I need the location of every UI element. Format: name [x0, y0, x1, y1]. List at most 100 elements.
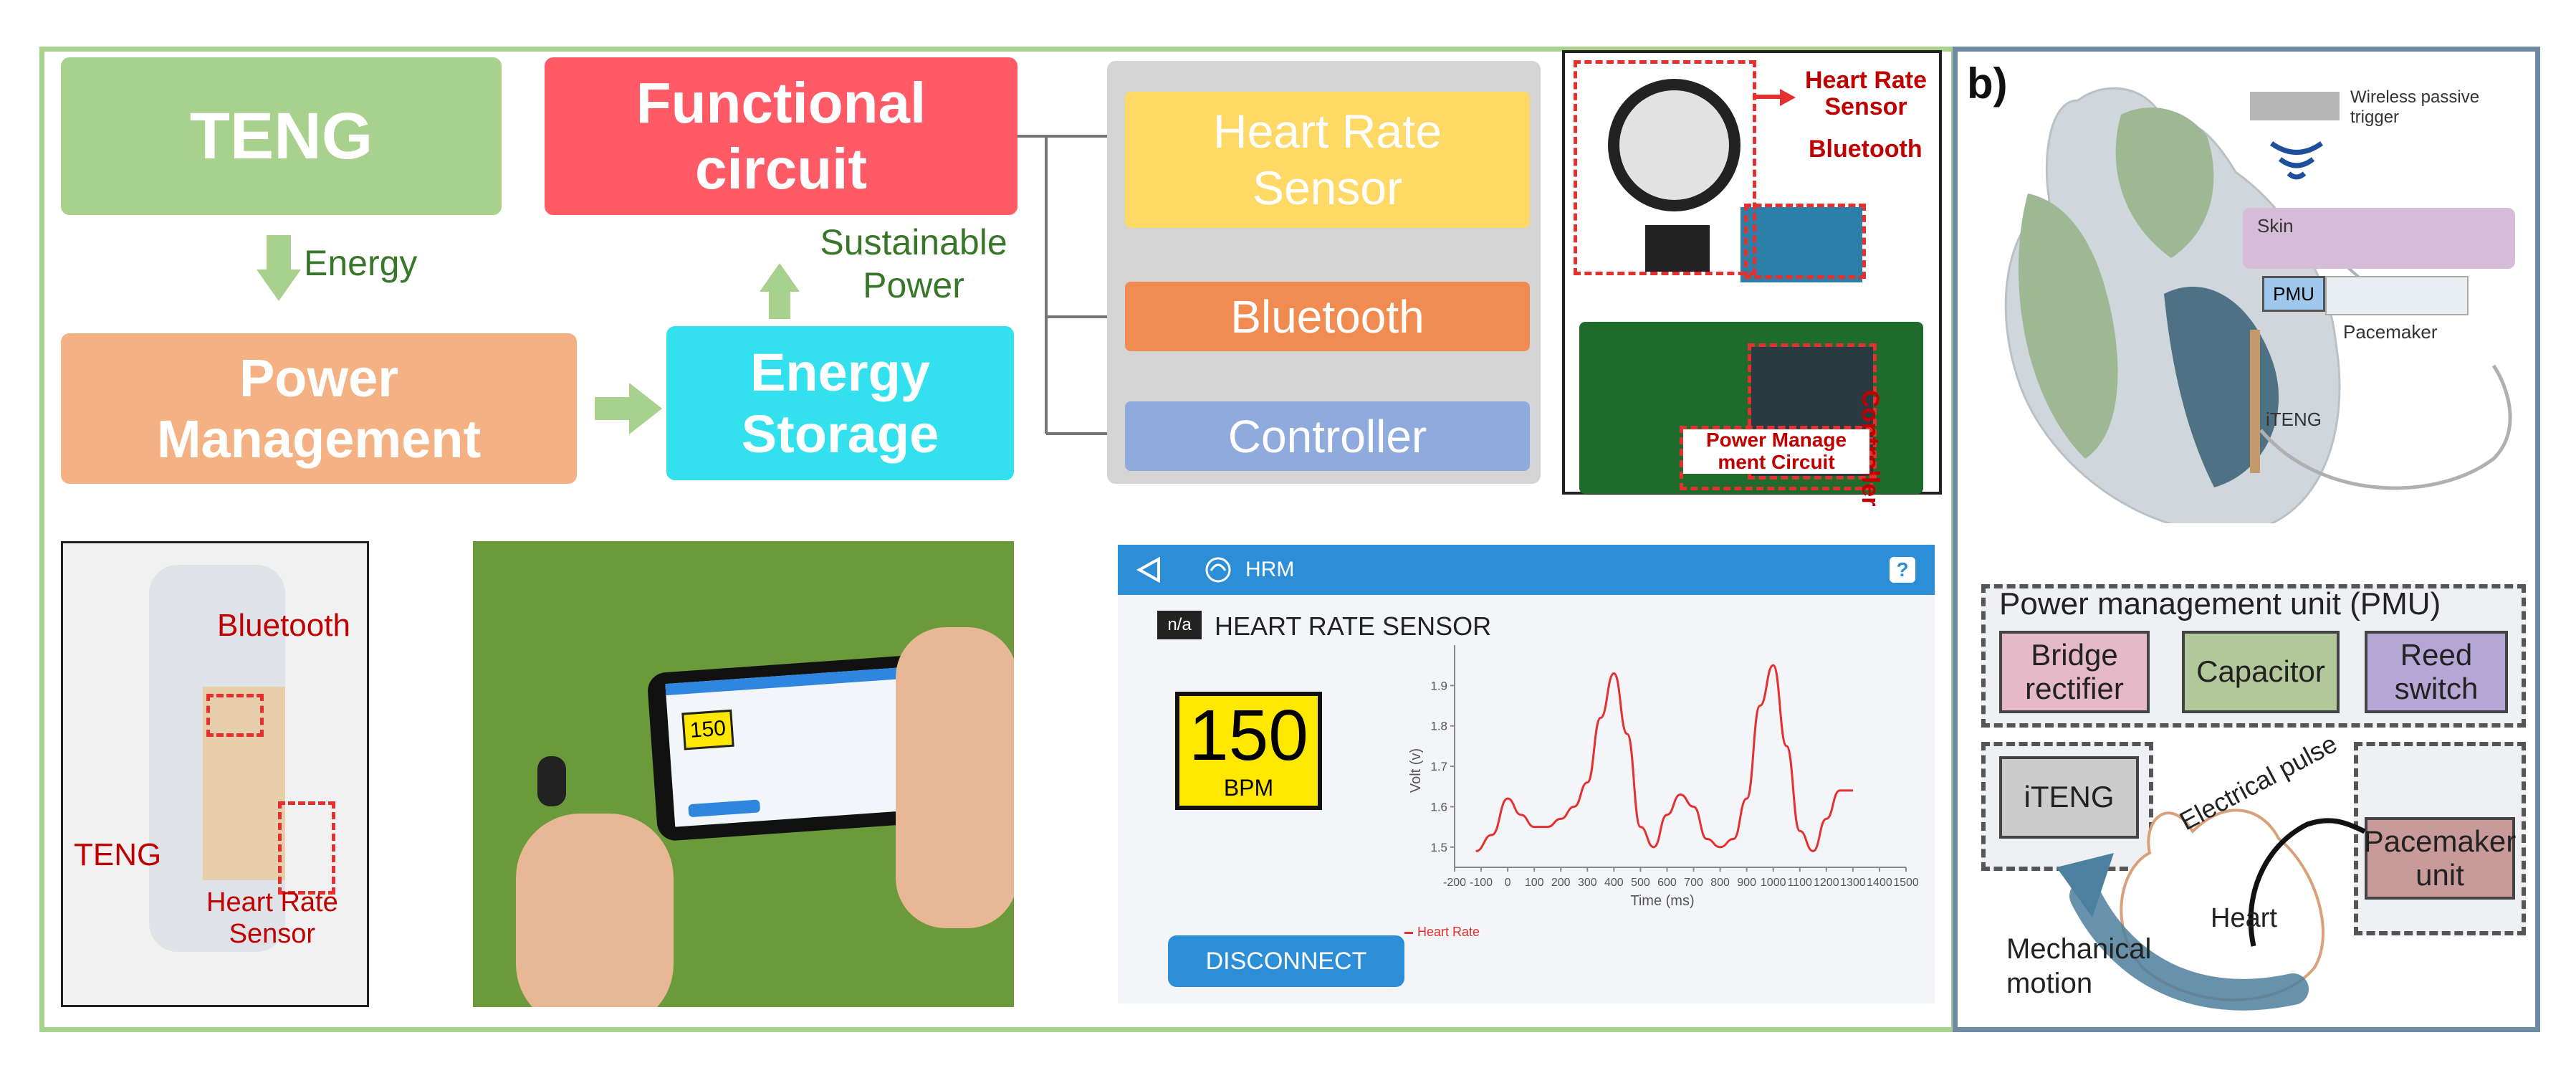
- arm-teng-label: TENG: [74, 837, 162, 872]
- disconnect-button[interactable]: DISCONNECT: [1168, 935, 1404, 987]
- app-logo-icon: [1205, 557, 1231, 583]
- board-hr-line2: Sensor: [1824, 93, 1907, 121]
- arm-hr-line2: Sensor: [229, 918, 316, 949]
- bluetooth-highlight: [1744, 204, 1866, 279]
- bridge-line1: Bridge: [2031, 638, 2118, 672]
- chart-ytick-label: 1.8: [1430, 720, 1447, 733]
- pmu-title: Power management unit (PMU): [1999, 586, 2441, 621]
- app-header: HEART RATE SENSOR: [1215, 611, 1492, 641]
- sustainable-power-label: Sustainable Power: [799, 221, 1028, 307]
- bpm-value: 150: [1189, 695, 1308, 776]
- pacemaker-unit-line2: unit: [2415, 857, 2464, 892]
- sustainable-arrow-head: [760, 263, 800, 292]
- controller-highlight: [1748, 343, 1877, 480]
- chart-xtick-label: 100: [1525, 877, 1544, 889]
- bluetooth-box: Bluetooth: [1125, 282, 1530, 351]
- help-icon[interactable]: ?: [1890, 557, 1915, 583]
- board-controller-label: Controller: [1857, 390, 1884, 507]
- sensor-highlight: [1574, 60, 1756, 275]
- power-management-line2: Management: [156, 409, 482, 469]
- storage-arrow-shaft: [595, 397, 631, 420]
- chart-xtick-label: 1100: [1788, 877, 1813, 889]
- chart-xtick-label: 1500: [1893, 877, 1919, 889]
- wireless-trigger-block: [2250, 92, 2340, 120]
- back-icon[interactable]: [1136, 557, 1162, 583]
- heart-label: Heart: [2211, 903, 2277, 933]
- functional-circuit-line2: circuit: [694, 137, 868, 201]
- motion-arrow-body: [2069, 880, 2309, 1011]
- pmu-block: PMU: [2262, 276, 2325, 312]
- chart-ytick-label: 1.9: [1430, 679, 1447, 692]
- board-power-line1: Power Manage: [1705, 429, 1847, 451]
- board-hr-sensor-label: Heart Rate Sensor: [1794, 67, 1938, 121]
- pulse-wire: [2248, 818, 2366, 947]
- chart-ytick-label: 1.7: [1430, 760, 1447, 773]
- power-management-box: Power Management: [61, 333, 577, 484]
- lead-wire: [2259, 364, 2512, 490]
- chart-ytick-label: 1.5: [1430, 841, 1447, 854]
- arm-hr-label: Heart Rate Sensor: [206, 887, 338, 950]
- bridge-line2: rectifier: [2025, 671, 2124, 705]
- controller-box: Controller: [1125, 401, 1530, 471]
- functional-circuit-box: Functional circuit: [545, 57, 1018, 215]
- hr-sensor-line1: Heart Rate: [1212, 104, 1442, 158]
- energy-storage-line2: Storage: [741, 404, 939, 464]
- legend-swatch: [1404, 932, 1413, 934]
- chart-xtick-label: 1300: [1840, 877, 1866, 889]
- bluetooth-mark: [206, 694, 264, 737]
- board-hr-line1: Heart Rate: [1804, 67, 1928, 94]
- controller-label: Controller: [1227, 410, 1427, 462]
- energy-arrow-label: Energy: [304, 243, 418, 283]
- pacemaker-device: [2325, 276, 2469, 315]
- pacemaker-unit-box: Pacemaker unit: [2363, 817, 2517, 900]
- sensor-arrow: [1780, 89, 1796, 106]
- capacitor-label: Capacitor: [2196, 654, 2325, 689]
- arm-hr-line1: Heart Rate: [206, 887, 338, 917]
- teng-label: TENG: [189, 99, 373, 173]
- reed-line2: switch: [2394, 671, 2479, 705]
- iteng-strip: [2250, 330, 2260, 473]
- chart-plot: [1475, 664, 1853, 852]
- chart-xtick-label: 700: [1684, 877, 1703, 889]
- status-badge: n/a: [1157, 611, 1202, 639]
- functional-circuit-line1: Functional: [636, 71, 927, 135]
- chart-xtick-label: 1400: [1867, 877, 1892, 889]
- heart-flow-diagram: [2057, 809, 2366, 1011]
- phone-app-bar: [665, 665, 931, 696]
- bluetooth-label: Bluetooth: [1230, 290, 1425, 343]
- motion-arrow-head: [2057, 853, 2114, 917]
- wireless-line1: Wireless passive: [2350, 87, 2480, 107]
- bpm-display: 150 BPM: [1175, 692, 1322, 810]
- pacemaker-label: Pacemaker: [2343, 321, 2438, 343]
- reed-switch-box: Reed switch: [2365, 631, 2508, 713]
- panel-b-frame: [1953, 47, 2540, 1032]
- skin-label: Skin: [2257, 215, 2294, 237]
- chart-xtick-label: 600: [1657, 877, 1677, 889]
- wireless-line2: trigger: [2350, 107, 2400, 127]
- board-power-label: Power Manage ment Circuit: [1683, 429, 1869, 474]
- hr-sensor-box: Heart Rate Sensor: [1125, 92, 1530, 228]
- heart-left-chamber: [2018, 194, 2118, 459]
- energy-arrow-head: [257, 270, 301, 301]
- teng-box: TENG: [61, 57, 502, 215]
- bridge-rectifier-box: Bridge rectifier: [1999, 631, 2150, 713]
- left-hand: [516, 814, 674, 1007]
- branch-trunk: [1018, 135, 1048, 434]
- storage-arrow-head: [629, 383, 662, 434]
- sustainable-arrow-shaft: [769, 290, 790, 319]
- chart-xtick-label: 1000: [1761, 877, 1786, 889]
- wireless-trigger-label: Wireless passive trigger: [2350, 87, 2479, 127]
- chart-ytick-label: 1.6: [1430, 800, 1447, 814]
- hr-sensor-line2: Sensor: [1252, 161, 1403, 214]
- chart-xtick-label: 0: [1505, 877, 1511, 889]
- chart-xtick-label: 500: [1631, 877, 1650, 889]
- wireless-signal-icon: [2269, 141, 2324, 180]
- chart-ylabel: Volt (v): [1408, 748, 1424, 793]
- hr-sensor-mark: [278, 801, 335, 895]
- skin-layer: [2243, 208, 2515, 269]
- pacemaker-unit-line1: Pacemaker: [2363, 824, 2517, 859]
- energy-storage-line1: Energy: [750, 343, 930, 403]
- chart-xtick-label: -200: [1443, 877, 1466, 889]
